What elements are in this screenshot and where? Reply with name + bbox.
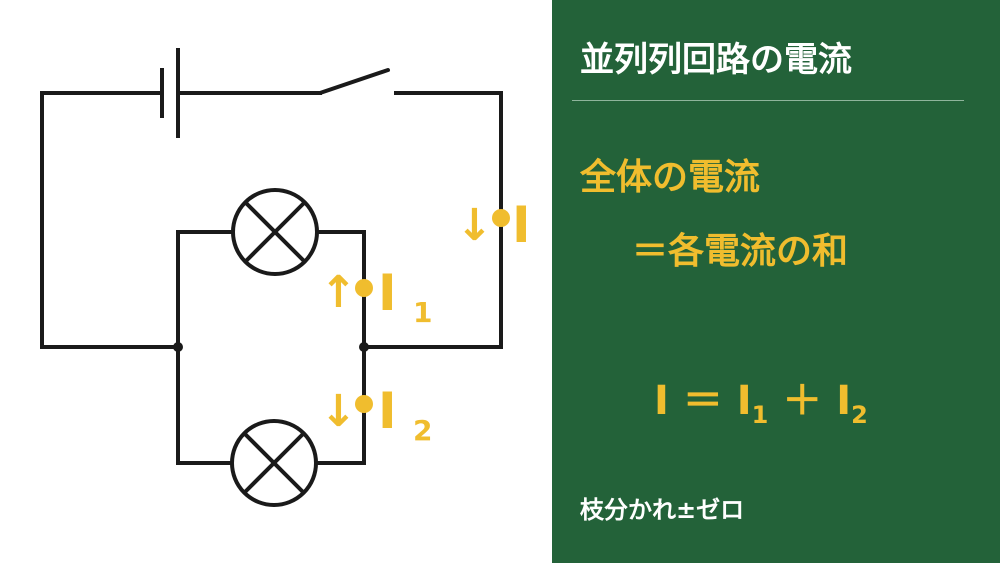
junction-dot	[173, 342, 183, 352]
arrow-down-icon: ↓	[320, 386, 357, 437]
panel-divider	[572, 100, 964, 101]
wire-branch-bottom-right	[314, 345, 366, 465]
battery-icon	[160, 48, 180, 138]
wire-left-outer	[40, 91, 180, 349]
circuit-diagram: ↓ I ↑ I 1 ↓ I 2	[40, 48, 531, 507]
formula-i2-sub: 2	[851, 401, 868, 429]
measure-point-i2	[355, 395, 373, 413]
wire-branch-top	[176, 230, 235, 349]
junction-dot	[359, 342, 369, 352]
rule-line-1: 全体の電流	[580, 157, 761, 198]
formula-plus: ＋	[782, 378, 823, 424]
formula-i1-base: I	[736, 378, 752, 424]
measure-point-i1	[355, 279, 373, 297]
measure-point-total	[492, 209, 510, 227]
formula: I ＝ I1 ＋ I2	[654, 368, 868, 429]
formula-i1-sub: 1	[751, 401, 769, 429]
label-total-current: I	[512, 196, 531, 254]
rule-line-2: ＝各電流の和	[632, 231, 849, 272]
wire-branch-bottom	[176, 345, 234, 465]
arrow-up-icon: ↑	[320, 267, 357, 318]
panel-title: 並列列回路の電流	[580, 40, 852, 80]
label-i1-sub: 1	[413, 296, 432, 329]
footnote: 枝分かれ±ゼロ	[580, 496, 745, 524]
switch-icon	[318, 68, 390, 95]
arrow-down-icon: ↓	[456, 200, 493, 251]
lamp-icon	[231, 188, 319, 276]
formula-i2-base: I	[836, 378, 852, 424]
wire-branch-top-right	[315, 230, 366, 349]
explanation-panel: 並列列回路の電流 全体の電流 ＝各電流の和 I ＝ I1 ＋ I2 枝分かれ±ゼ…	[552, 0, 1000, 563]
label-i2-sub: 2	[413, 414, 432, 447]
label-i1-base: I	[378, 264, 397, 322]
label-i2-base: I	[378, 382, 397, 440]
lamp-icon	[230, 419, 318, 507]
formula-total: I	[654, 378, 669, 424]
formula-equals: ＝	[682, 378, 723, 424]
